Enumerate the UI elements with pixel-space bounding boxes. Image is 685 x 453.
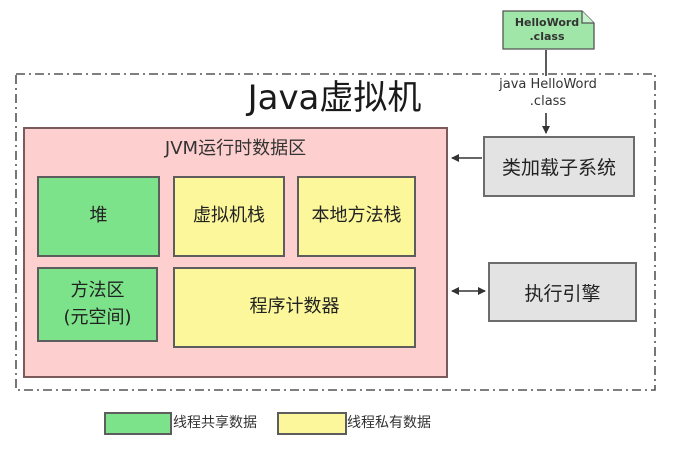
- pc-register-box: 程序计数器: [173, 267, 416, 348]
- vm-stack-label: 虚拟机栈: [193, 205, 265, 227]
- method-area-label: 方法区: [70, 280, 125, 302]
- jvm-title: Java虚拟机: [247, 78, 422, 118]
- vm-stack-box: 虚拟机栈: [173, 176, 285, 257]
- native-method-stack-label: 本地方法栈: [311, 205, 402, 227]
- method-area-box: 方法区 (元空间): [37, 267, 158, 342]
- class-file-name: HelloWord: [514, 16, 580, 30]
- java-command-line1: java HelloWord: [499, 77, 597, 93]
- execution-engine-label: 执行引擎: [524, 282, 601, 305]
- legend-shared-swatch: [104, 412, 172, 435]
- metaspace-label: (元空间): [63, 306, 132, 328]
- jvm-boundary-frame: [15, 73, 656, 391]
- heap-label: 堆: [89, 205, 108, 227]
- pc-register-label: 程序计数器: [249, 296, 340, 318]
- heap-box: 堆: [37, 176, 160, 257]
- native-method-stack-box: 本地方法栈: [297, 176, 416, 257]
- execution-engine-box: 执行引擎: [488, 262, 637, 322]
- class-file-icon: [502, 10, 595, 50]
- java-command-line2: .class: [529, 94, 567, 109]
- class-loader-subsystem-label: 类加载子系统: [501, 157, 616, 179]
- legend-shared-label: 线程共享数据: [173, 415, 257, 431]
- runtime-data-area-title: JVM运行时数据区: [164, 138, 307, 159]
- legend-private-swatch: [277, 412, 347, 435]
- java-command-label: java HelloWord .class: [478, 75, 618, 113]
- legend-private-label: 线程私有数据: [347, 415, 431, 431]
- class-loader-subsystem-box: 类加载子系统: [483, 136, 635, 197]
- class-file-extension: .class: [529, 30, 565, 43]
- class-file-label: HelloWord .class: [502, 12, 592, 48]
